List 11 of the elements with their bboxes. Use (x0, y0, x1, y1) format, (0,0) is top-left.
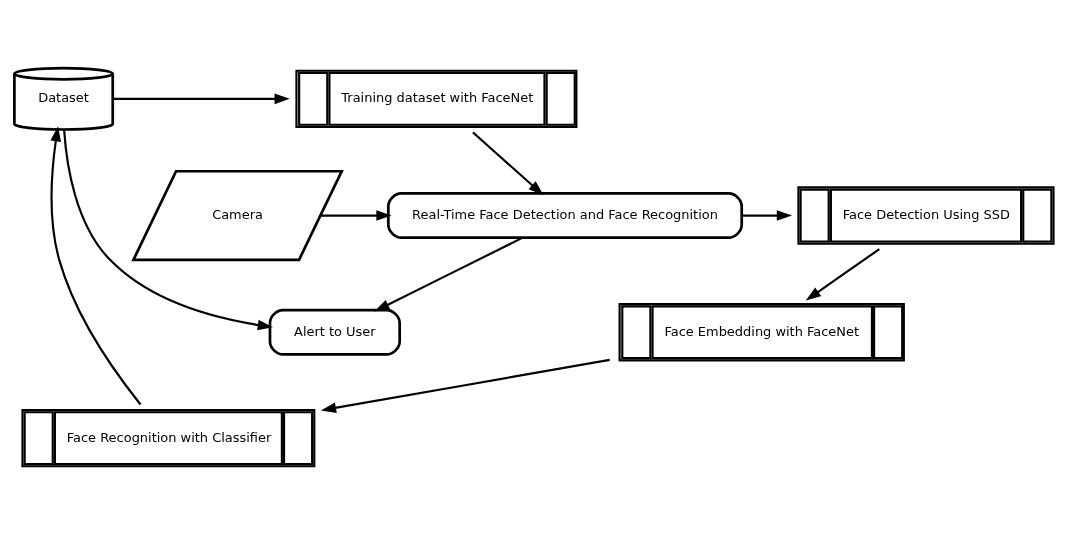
arrow (742, 209, 792, 221)
arrow (805, 247, 880, 300)
node-box: Real-Time Face Detection and Face Recognition (386, 191, 744, 239)
arrow (50, 125, 142, 405)
node-box: Alert to User (268, 308, 402, 356)
arrow (320, 209, 392, 221)
arrow (472, 131, 544, 195)
arrow (320, 358, 610, 413)
arrow (63, 128, 273, 330)
arrow (113, 93, 290, 104)
arrow (374, 236, 523, 311)
